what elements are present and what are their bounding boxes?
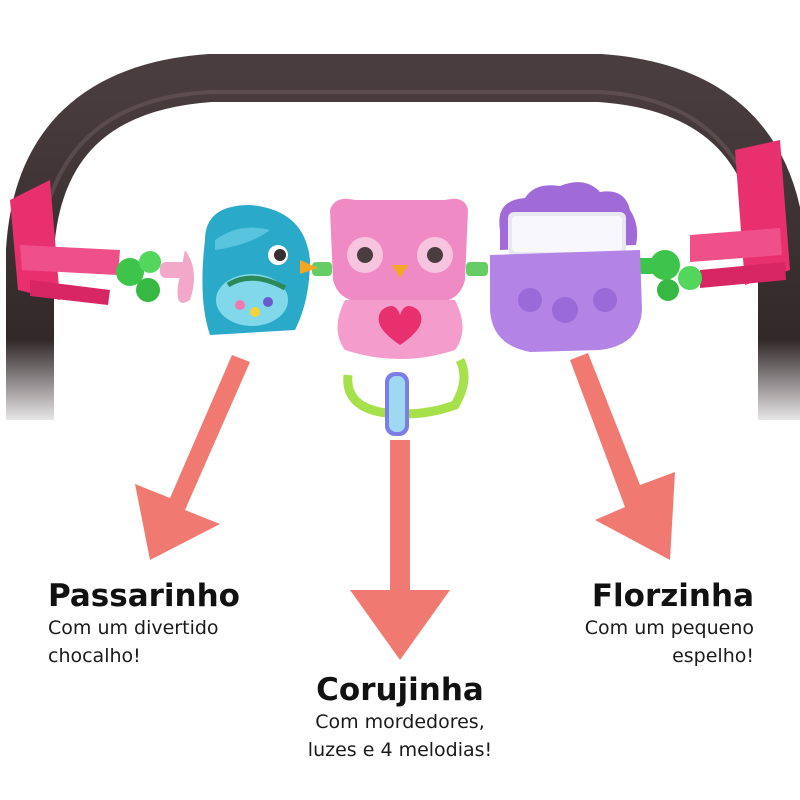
right-strap <box>650 140 790 301</box>
flower-caption: Florzinha Com um pequeno espelho! <box>500 578 754 670</box>
flower-title: Florzinha <box>591 578 754 614</box>
flower-desc-line-2: espelho! <box>672 645 754 667</box>
flower-desc-line-1: Com um pequeno <box>584 617 754 639</box>
left-strap <box>10 180 161 305</box>
bird-desc-line-1: Com um divertido <box>48 617 219 639</box>
arrow-down-icon <box>135 355 250 560</box>
bird-caption: Passarinho Com um divertido chocalho! <box>48 578 308 670</box>
arrow-down-icon <box>570 353 675 560</box>
owl-desc-line-2: luzes e 4 melodias! <box>307 739 493 761</box>
owl-desc-line-1: Com mordedores, <box>315 711 485 733</box>
bird-title: Passarinho <box>48 578 240 614</box>
flower-mirror-toy-icon <box>490 182 642 352</box>
owl-toy-icon <box>330 198 469 436</box>
owl-title: Corujinha <box>316 672 484 708</box>
owl-caption: Corujinha Com mordedores, luzes e 4 melo… <box>250 672 550 764</box>
bird-desc-line-2: chocalho! <box>48 645 141 667</box>
bird-toy-icon <box>177 205 318 335</box>
arrow-down-icon <box>350 440 450 660</box>
